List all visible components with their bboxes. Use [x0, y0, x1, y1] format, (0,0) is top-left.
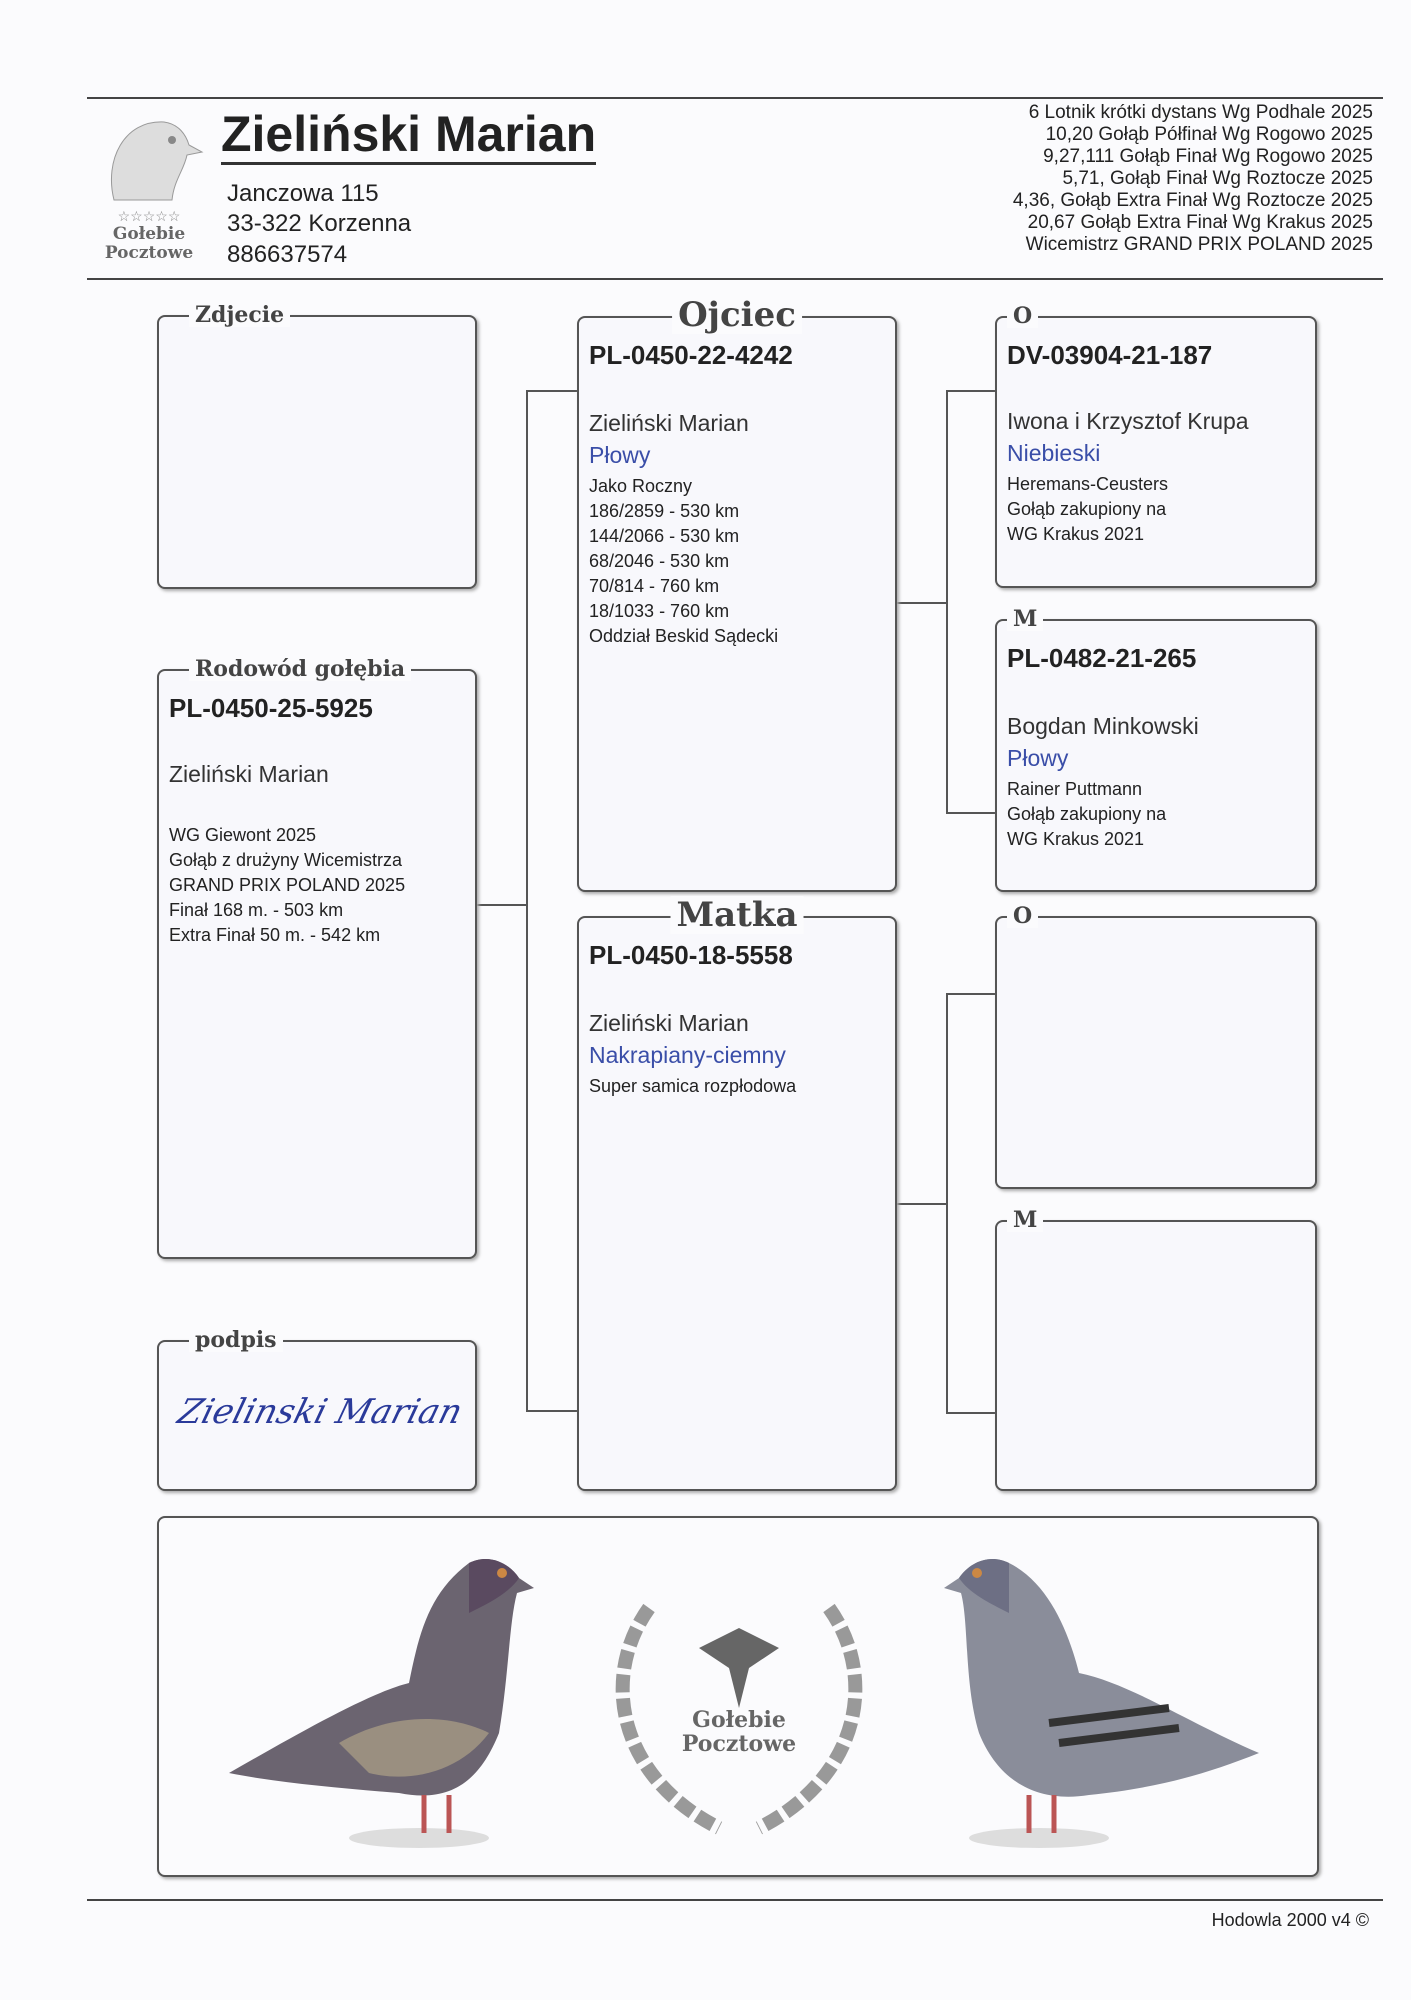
mother-label: Matka [670, 896, 804, 934]
owner: Zieliński Marian [169, 761, 329, 787]
ring-number: PL-0482-21-265 [1007, 643, 1197, 673]
connector [896, 602, 946, 604]
ring-number: PL-0450-18-5558 [589, 940, 793, 970]
ring-number: PL-0450-25-5925 [169, 693, 373, 723]
note: Gołąb zakupiony na [1007, 499, 1167, 519]
logo-text-2: Pocztowe [104, 243, 194, 263]
address-street: Janczowa 115 [227, 180, 379, 207]
note: Gołąb z drużyny Wicemistrza [169, 850, 403, 870]
note: GRAND PRIX POLAND 2025 [169, 875, 406, 895]
connector [946, 812, 995, 814]
banner-logo-text: Pocztowe [681, 1731, 797, 1757]
note: 144/2066 - 530 km [589, 526, 740, 546]
note: Heremans-Ceusters [1007, 474, 1169, 494]
note: WG Giewont 2025 [169, 825, 317, 845]
signature-label: podpis [189, 1328, 283, 1352]
achievement: 20,67 Gołąb Extra Finał Wg Krakus 2025 [1027, 212, 1373, 233]
photo-label: Zdjecie [189, 303, 291, 327]
connector [896, 1203, 946, 1205]
achievement: 10,20 Gołąb Półfinał Wg Rogowo 2025 [1045, 124, 1373, 145]
feather-color: Niebieski [1007, 440, 1101, 466]
connector [946, 993, 995, 995]
grandfather-label: O [1007, 304, 1039, 328]
note: Rainer Puttmann [1007, 779, 1143, 799]
note: 18/1033 - 760 km [589, 601, 730, 621]
signature-image: Zielinski Marian [173, 1392, 467, 1432]
father-label: Ojciec [672, 296, 802, 334]
notes: Super samica rozpłodowa [589, 1074, 796, 1099]
signature-box: podpis Zielinski Marian [157, 1328, 477, 1491]
address-city: 33-322 Korzenna [227, 210, 412, 237]
wreath-logo: Gołebie Pocztowe [589, 1548, 889, 1848]
connector [946, 390, 948, 814]
notes: Jako Roczny 186/2859 - 530 km 144/2066 -… [589, 474, 778, 649]
connector [526, 390, 528, 1411]
note: Jako Roczny [589, 476, 693, 496]
pigeon-left-illustration [229, 1558, 534, 1848]
maternal-grandmother-box: M [995, 1208, 1317, 1491]
connector [526, 390, 577, 392]
note: 68/2046 - 530 km [589, 551, 730, 571]
grandmother-label: M [1007, 1208, 1044, 1232]
paternal-grandmother-box: M PL-0482-21-265 Bogdan Minkowski Płowy … [995, 607, 1317, 892]
pigeon-label: Rodowód gołębia [189, 657, 412, 681]
logo-text-1: Gołebie [112, 224, 186, 244]
note: 186/2859 - 530 km [589, 501, 740, 521]
banner-image: Gołebie Pocztowe [157, 1516, 1319, 1877]
paternal-grandfather-box: O DV-03904-21-187 Iwona i Krzysztof Krup… [995, 304, 1317, 588]
note: Super samica rozpłodowa [589, 1076, 797, 1096]
owner: Iwona i Krzysztof Krupa [1007, 408, 1249, 434]
header-bottom-rule [87, 278, 1383, 280]
notes: Rainer Puttmann Gołąb zakupiony na WG Kr… [1007, 777, 1166, 852]
note: Extra Finał 50 m. - 542 km [169, 925, 381, 945]
mother-box: Matka PL-0450-18-5558 Zieliński Marian N… [577, 896, 897, 1491]
note: Finał 168 m. - 503 km [169, 900, 344, 920]
header-top-rule [87, 97, 1383, 99]
grandmother-label: M [1007, 607, 1044, 631]
note: WG Krakus 2021 [1007, 829, 1145, 849]
owner: Bogdan Minkowski [1007, 713, 1199, 739]
connector [526, 1410, 577, 1412]
feather-color: Płowy [1007, 745, 1069, 771]
photo-box[interactable]: Zdjecie [157, 303, 477, 589]
ring-number: DV-03904-21-187 [1007, 340, 1213, 370]
connector [476, 904, 526, 906]
feather-color: Płowy [589, 442, 651, 468]
connector [946, 1412, 995, 1414]
grandfather-label: O [1007, 904, 1039, 928]
laurel-wreath-icon [615, 1603, 863, 1835]
ring-number: PL-0450-22-4242 [589, 340, 793, 370]
connector [946, 993, 948, 1414]
notes: WG Giewont 2025 Gołąb z drużyny Wicemist… [169, 823, 405, 948]
logo: ☆☆☆☆☆ Gołebie Pocztowe [89, 110, 209, 270]
note: Gołąb zakupiony na [1007, 804, 1167, 824]
phone: 886637574 [227, 241, 348, 268]
note: 70/814 - 760 km [589, 576, 720, 596]
note: WG Krakus 2021 [1007, 524, 1145, 544]
owner: Zieliński Marian [589, 1010, 749, 1036]
breeder-name: Zieliński Marian [221, 106, 597, 165]
note: Oddział Beskid Sądecki [589, 626, 779, 646]
achievement: 6 Lotnik krótki dystans Wg Podhale 2025 [1028, 102, 1373, 123]
achievement: Wicemistrz GRAND PRIX POLAND 2025 [1025, 234, 1373, 255]
achievement: 9,27,111 Gołąb Finał Wg Rogowo 2025 [1043, 146, 1373, 167]
pigeon-right-illustration [944, 1558, 1259, 1848]
feather-color: Nakrapiany-ciemny [589, 1042, 786, 1068]
pigeon-head-icon [110, 121, 204, 201]
pigeon-box: Rodowód gołębia PL-0450-25-5925 Zielińsk… [157, 657, 477, 1259]
connector [946, 390, 995, 392]
maternal-grandfather-box: O [995, 904, 1317, 1189]
owner: Zieliński Marian [589, 410, 749, 436]
footer-credit: Hodowla 2000 v4 © [1211, 1910, 1369, 1930]
banner-logo-text: Gołebie [692, 1707, 786, 1733]
father-box: Ojciec PL-0450-22-4242 Zieliński Marian … [577, 296, 897, 892]
notes: Heremans-Ceusters Gołąb zakupiony na WG … [1007, 472, 1168, 547]
achievement: 4,36, Gołąb Extra Finał Wg Roztocze 2025 [1012, 190, 1373, 211]
achievements-list: 6 Lotnik krótki dystans Wg Podhale 2025 … [1013, 102, 1373, 256]
footer-rule [87, 1899, 1383, 1901]
achievement: 5,71, Gołąb Finał Wg Roztocze 2025 [1062, 168, 1373, 189]
